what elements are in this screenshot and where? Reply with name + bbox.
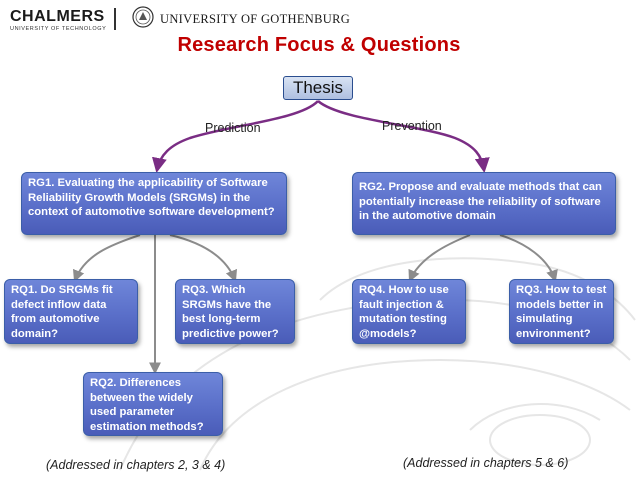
rq2-box: RQ2. Differences between the widely used… (83, 372, 223, 436)
prediction-arrow (152, 100, 319, 173)
rg2-to-rq4-arrow (408, 234, 471, 283)
page-title: Research Focus & Questions (177, 34, 461, 56)
prevention-arrow (317, 100, 490, 173)
rg1-to-rq3a-arrow (169, 234, 237, 283)
rq4-box: RQ4. How to use fault injection & mutati… (352, 279, 466, 344)
prediction-label: Prediction (205, 121, 261, 135)
rg2-box: RG2. Propose and evaluate methods that c… (352, 172, 616, 235)
right-chapter-note: (Addressed in chapters 5 & 6) (403, 456, 569, 470)
header-divider (114, 8, 116, 30)
left-chapter-note: (Addressed in chapters 2, 3 & 4) (46, 458, 226, 472)
prevention-label: Prevention (382, 119, 442, 133)
chalmers-logo: CHALMERS UNIVERSITY OF TECHNOLOGY (10, 8, 106, 32)
rq1-box: RQ1. Do SRGMs fit defect inflow data fro… (4, 279, 138, 344)
rg1-box: RG1. Evaluating the applicability of Sof… (21, 172, 287, 235)
university-seal-icon (132, 6, 154, 28)
thesis-node: Thesis (283, 76, 353, 100)
rq3a-box: RQ3. Which SRGMs have the best long-term… (175, 279, 295, 344)
chalmers-name: CHALMERS (10, 8, 105, 25)
rg2-to-rq3b-arrow (499, 234, 558, 283)
rg1-to-rq1-arrow (73, 234, 141, 283)
gothenburg-name: UNIVERSITY OF GOTHENBURG (160, 12, 351, 26)
chalmers-subtitle: UNIVERSITY OF TECHNOLOGY (10, 26, 107, 32)
rq3b-box: RQ3. How to test models better in simula… (509, 279, 614, 344)
